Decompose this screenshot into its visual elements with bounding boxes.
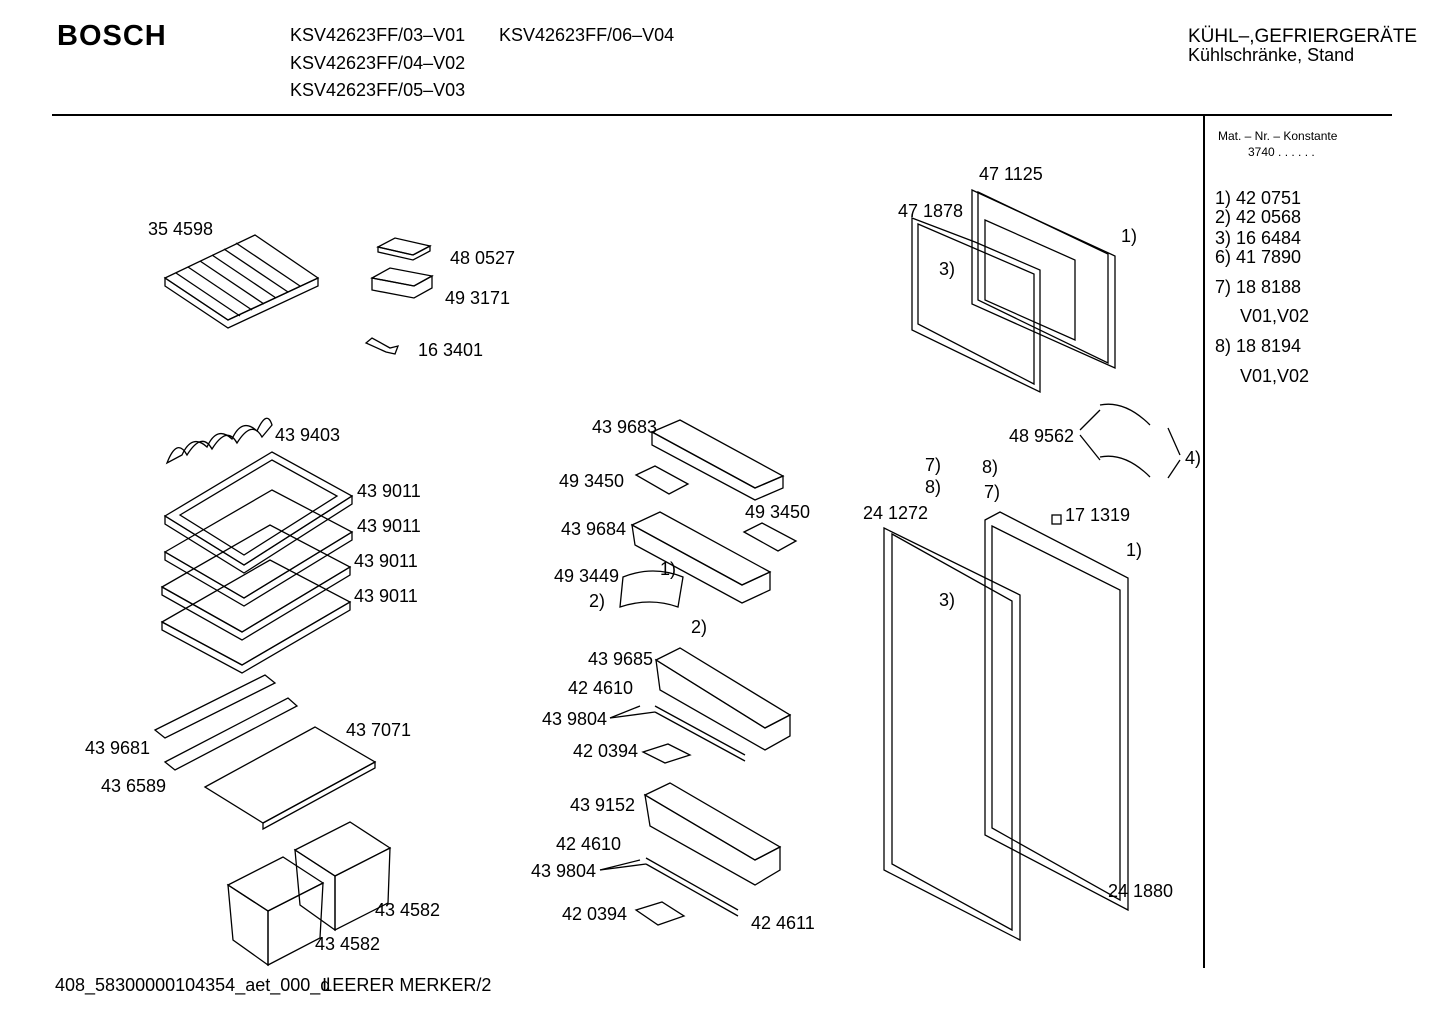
trim-strip [599, 705, 746, 917]
model-number: KSV42623FF/06–V04 [499, 25, 675, 45]
part-number: 43 6589 [101, 776, 167, 796]
shelf-flap [619, 570, 684, 608]
bottle-rack [165, 417, 273, 465]
legend-entry: 7) 18 8188 [1215, 277, 1302, 297]
callout-label: 7) [984, 482, 1001, 502]
part-number: 17 1319 [1065, 505, 1131, 525]
egg-tray [376, 237, 432, 261]
callout-label: 2) [691, 617, 708, 637]
callout-label: 1) [1121, 226, 1138, 246]
glass-shelf [163, 489, 354, 607]
callout-label: 3) [939, 259, 956, 279]
wire-rack [163, 234, 320, 329]
callout-label: 7) [925, 455, 942, 475]
footer-reference: 408_58300000104354_aet_000_dLEERER MERKE… [55, 975, 491, 996]
part-number: 43 4582 [375, 900, 441, 920]
door-shelf-bottle [643, 782, 782, 886]
material-constant-value: 3740 . . . . . . [1248, 145, 1315, 159]
model-number: KSV42623FF/04–V02 [290, 53, 466, 73]
brand-logo: BOSCH [57, 20, 167, 52]
glass-shelf [163, 451, 354, 574]
part-number: 35 4598 [148, 219, 214, 239]
part-number: 16 3401 [418, 340, 484, 360]
butter-box [370, 267, 434, 299]
part-number: 43 9011 [357, 481, 421, 501]
door-shelf-bottle [654, 647, 792, 751]
freezer-gasket [911, 217, 1041, 394]
part-number: 43 9011 [354, 551, 418, 571]
part-number: 49 3449 [554, 566, 620, 586]
part-number: 42 4611 [751, 913, 815, 933]
glass-shelf [160, 559, 352, 674]
part-number: 49 3171 [445, 288, 511, 308]
part-number: 48 0527 [450, 248, 516, 268]
part-number: 42 0394 [562, 904, 628, 924]
callout-label: 1) [1126, 540, 1143, 560]
part-number: 43 9681 [85, 738, 151, 758]
callout-label: 8) [982, 457, 999, 477]
crisper-cover [203, 726, 377, 831]
category-title: KÜHL–,GEFRIERGERÄTE [1188, 26, 1418, 47]
door-shelf [650, 419, 785, 501]
crisper-drawer [226, 856, 325, 967]
callout-label: 4) [1185, 448, 1202, 468]
door-handle [1079, 403, 1181, 479]
hinge-block [1051, 514, 1062, 525]
part-number: 43 9152 [570, 795, 636, 815]
part-number: 42 0394 [573, 741, 639, 761]
part-number: 43 9683 [592, 417, 658, 437]
part-number: 24 1880 [1108, 881, 1174, 901]
part-number: 43 4582 [315, 934, 381, 954]
header-rule [52, 114, 1392, 116]
side-panel-rule [1203, 116, 1205, 968]
clip [634, 743, 692, 926]
part-number: 47 1125 [979, 164, 1043, 184]
callout-label: 8) [925, 477, 942, 497]
legend-entry: 2) 42 0568 [1215, 207, 1302, 227]
fridge-door [984, 511, 1129, 912]
part-number: 43 9684 [561, 519, 627, 539]
part-number: 43 9804 [542, 709, 608, 729]
callout-label: 2) [589, 591, 606, 611]
footer-tail: LEERER MERKER/2 [322, 975, 492, 995]
freezer-door [971, 188, 1116, 370]
legend-entry: 6) 41 7890 [1215, 247, 1302, 267]
part-number: 43 7071 [346, 720, 412, 740]
fridge-gasket [883, 526, 1021, 942]
category-subtitle: Kühlschränke, Stand [1188, 45, 1355, 65]
legend-variant: V01,V02 [1240, 306, 1310, 326]
model-number: KSV42623FF/03–V01 [290, 25, 466, 45]
part-number: 42 4610 [568, 678, 634, 698]
part-number: 43 9011 [357, 516, 421, 536]
model-number: KSV42623FF/05–V03 [290, 80, 466, 100]
callout-label: 1) [660, 559, 677, 579]
part-number: 47 1878 [898, 201, 964, 221]
legend-entry: 3) 16 6484 [1215, 228, 1302, 248]
part-number: 43 9685 [588, 649, 654, 669]
crisper-drawer [293, 821, 392, 932]
shelf-rail [153, 674, 299, 771]
legend-entry: 8) 18 8194 [1215, 336, 1302, 356]
part-number: 49 3450 [745, 502, 811, 522]
egg-holder [634, 465, 798, 552]
glass-shelf [160, 524, 352, 641]
part-number: 49 3450 [559, 471, 625, 491]
part-number: 48 9562 [1009, 426, 1075, 446]
legend-entry: 1) 42 0751 [1215, 188, 1302, 208]
door-shelf-large [630, 511, 772, 604]
part-number: 43 9403 [275, 425, 341, 445]
material-constant-label: Mat. – Nr. – Konstante [1218, 129, 1338, 143]
footer-id: 408_58300000104354_aet_000_d [55, 975, 331, 995]
part-number: 43 9804 [531, 861, 597, 881]
part-number: 24 1272 [863, 503, 929, 523]
legend-variant: V01,V02 [1240, 366, 1310, 386]
part-number: 43 9011 [354, 586, 418, 606]
callout-label: 3) [939, 590, 956, 610]
scraper [364, 337, 400, 355]
part-number: 42 4610 [556, 834, 622, 854]
